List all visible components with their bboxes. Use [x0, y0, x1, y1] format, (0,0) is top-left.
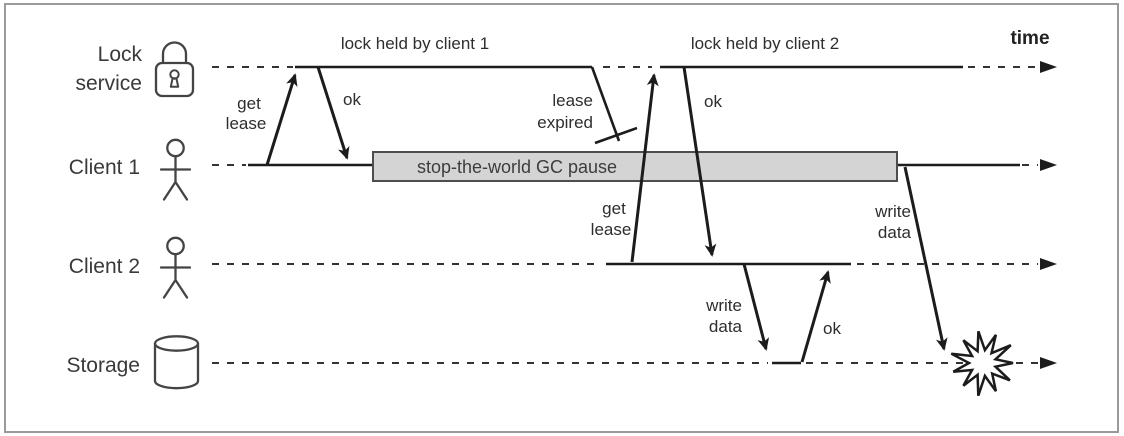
lease-expired-label-line2: expired: [537, 113, 593, 132]
client1-late-write-label-line2: data: [878, 223, 912, 242]
client2-get-lease-arrow: [630, 73, 659, 263]
gc-pause-rect: [372, 151, 898, 182]
client2-get-lease-label-line2: lease: [591, 220, 632, 239]
person-icon: [159, 236, 192, 299]
client2-get-lease-label-line1: get: [602, 199, 626, 218]
ok-to-client2-arrow: [682, 66, 717, 257]
client1-get-lease-label-line1: get: [237, 94, 261, 113]
message-arrows: [265, 66, 948, 363]
client2-write-data-label-line1: write: [705, 296, 742, 315]
client2-write-data-arrow: [742, 263, 770, 351]
padlock-icon: [154, 41, 195, 98]
ok-to-client1-arrow: [316, 66, 350, 160]
ok-to-client1-label: ok: [343, 90, 361, 109]
client2-label: Client 2: [69, 255, 140, 278]
write-conflict-starburst-icon: [950, 330, 1014, 397]
gc-pause-label: stop-the-world GC pause: [417, 157, 617, 177]
storage-lane-arrowhead-icon: [1040, 357, 1057, 369]
client1-label: Client 1: [69, 156, 140, 179]
lease-expiry-drop-line: [590, 66, 621, 142]
lane-labels: Lock service Client 1 Client 2 Storage: [66, 43, 142, 377]
client2-lane-arrowhead-icon: [1040, 258, 1057, 270]
figure-frame: [4, 3, 1119, 433]
lock-service-label-line2: service: [75, 72, 142, 95]
ok-to-client2-label: ok: [704, 92, 722, 111]
storage-ok-label: ok: [823, 319, 841, 338]
message-labels: get lease ok lease expired get lease ok …: [226, 90, 912, 338]
lease-expired-cross-mark-icon: [594, 126, 638, 145]
lane-active-segments: [248, 65, 1020, 365]
database-cylinder-icon: [153, 335, 200, 390]
person-icon: [159, 138, 192, 201]
client1-late-write-label-line1: write: [874, 202, 911, 221]
lane-baselines: [212, 61, 1057, 369]
time-axis-label: time: [1010, 28, 1049, 49]
client2-write-data-label-line2: data: [709, 317, 743, 336]
client1-get-lease-label-line2: lease: [226, 114, 267, 133]
client1-late-write-data-arrow: [903, 166, 948, 351]
lock-service-lane-arrowhead-icon: [1040, 61, 1057, 73]
client1-get-lease-arrow: [265, 73, 298, 166]
lease-expired-label-line1: lease: [552, 91, 593, 110]
storage-ok-arrow: [800, 270, 831, 363]
lock-service-label-line1: Lock: [98, 43, 143, 66]
storage-label: Storage: [66, 354, 140, 377]
gc-pause-box: stop-the-world GC pause: [372, 151, 898, 182]
lock-held-by-client2-label: lock held by client 2: [691, 34, 839, 53]
lock-held-by-client1-label: lock held by client 1: [341, 34, 489, 53]
client1-lane-arrowhead-icon: [1040, 159, 1057, 171]
